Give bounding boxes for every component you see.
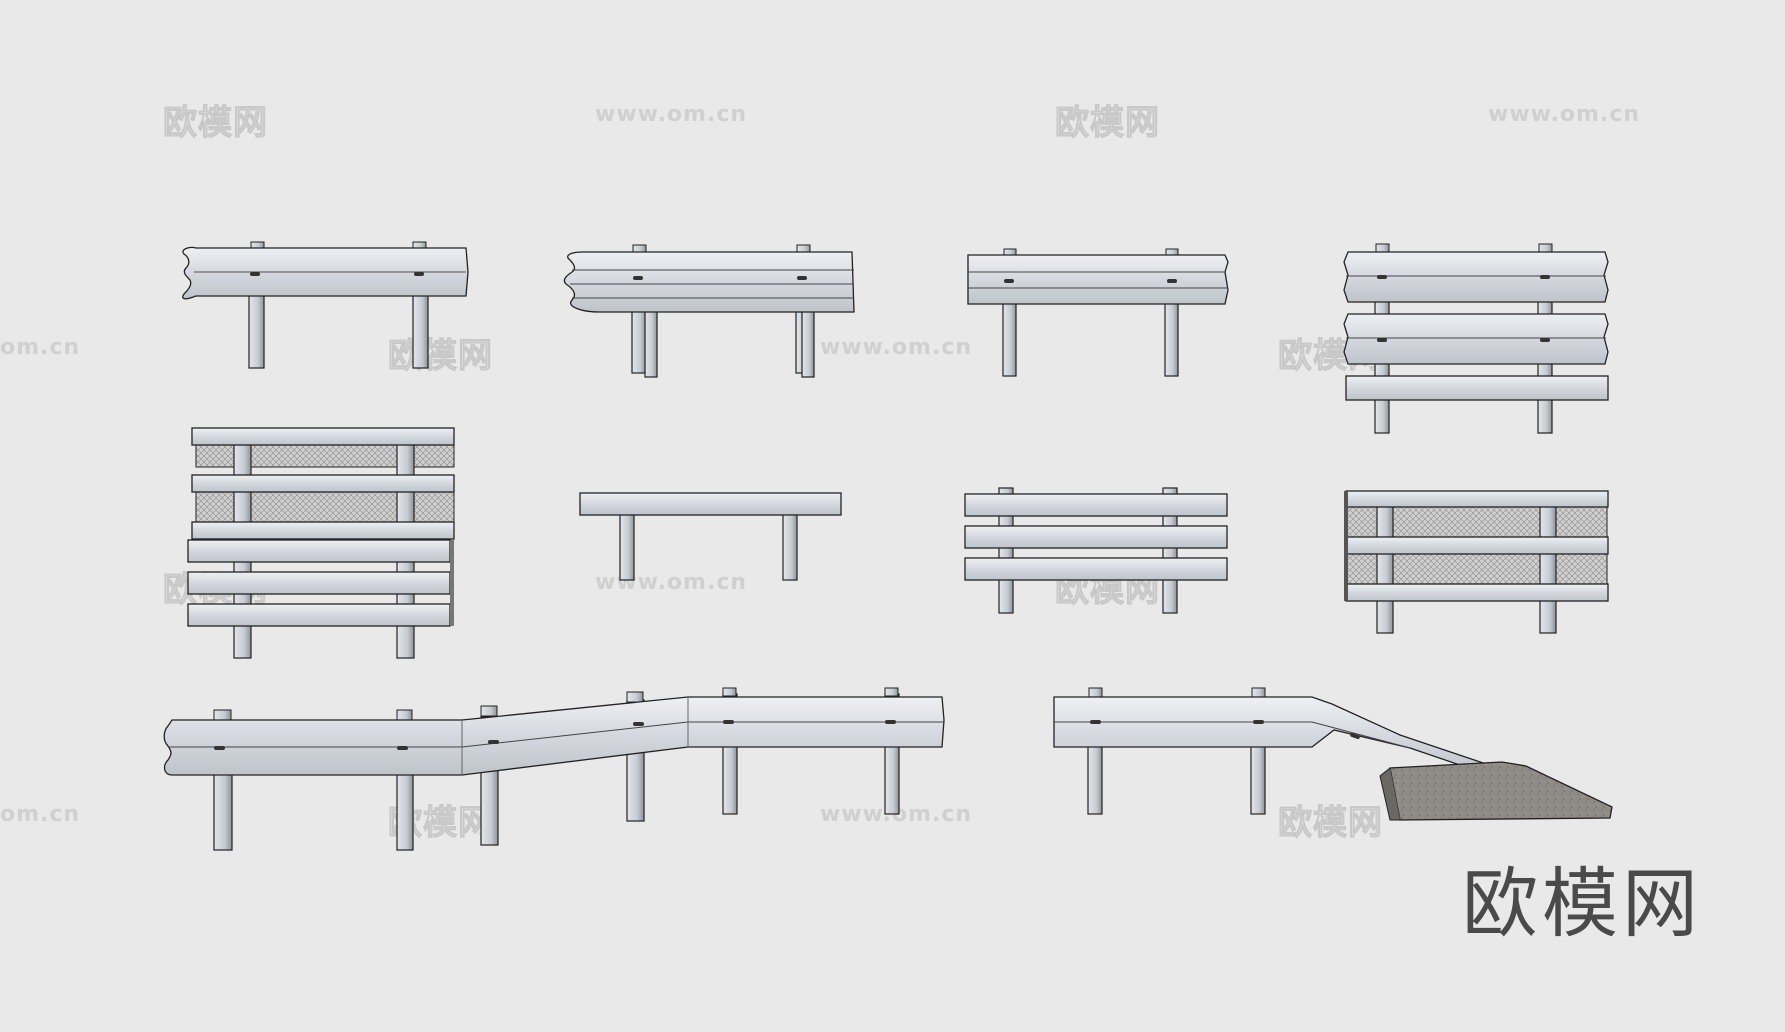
guardrail-three-plank bbox=[964, 487, 1228, 614]
guardrail-single-bar bbox=[579, 492, 842, 581]
guardrail-end-terminal bbox=[1053, 687, 1613, 821]
guardrail-stacked-w-beam bbox=[1343, 243, 1609, 434]
guardrail-w-beam-double bbox=[563, 244, 855, 378]
guardrail-thrie-beam bbox=[967, 248, 1229, 377]
guardrail-w-beam bbox=[182, 241, 469, 369]
guardrail-w-beam-ramp bbox=[163, 687, 945, 851]
guardrail-mesh-panel bbox=[1344, 490, 1609, 634]
brand-logo: 欧模网 bbox=[1462, 859, 1702, 948]
guardrail-plank-mesh bbox=[187, 427, 455, 659]
